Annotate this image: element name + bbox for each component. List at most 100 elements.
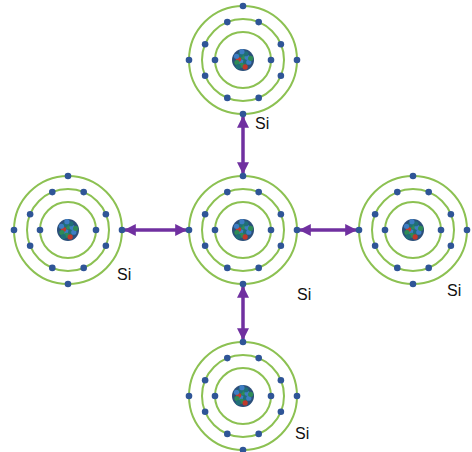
electron (255, 19, 262, 26)
nucleon (61, 234, 66, 239)
electron (410, 173, 417, 180)
electron (278, 41, 285, 48)
electron (464, 227, 471, 234)
electron-shell (215, 32, 271, 88)
electron (65, 281, 72, 288)
electron (202, 408, 209, 415)
electron (240, 3, 247, 10)
electron-shell (359, 176, 467, 284)
nucleon (409, 219, 414, 224)
element-symbol: Si (297, 287, 311, 303)
nucleus (402, 219, 424, 241)
electron-shell (215, 368, 271, 424)
nucleon (236, 400, 241, 405)
bond-arrow (300, 228, 356, 232)
electron (224, 95, 231, 102)
electron (278, 211, 285, 218)
electron (202, 242, 209, 249)
nucleon (413, 234, 418, 239)
nucleon (239, 219, 244, 224)
electron (212, 393, 219, 400)
nucleon (248, 392, 253, 397)
nucleon (68, 234, 73, 239)
nucleon (234, 54, 239, 59)
nucleus (232, 49, 254, 71)
atom-node: Si (187, 340, 299, 452)
electron (425, 265, 432, 272)
electron (186, 227, 193, 234)
electron (356, 227, 363, 234)
electron (425, 189, 432, 196)
element-symbol: Si (255, 116, 269, 132)
nucleon (418, 226, 423, 231)
electron (11, 227, 18, 234)
electron (394, 189, 401, 196)
bond-arrow (241, 287, 245, 339)
nucleus (232, 385, 254, 407)
electron (240, 173, 247, 180)
atom-model (187, 174, 299, 286)
electron (93, 227, 100, 234)
electron (80, 189, 87, 196)
atom-model (12, 174, 124, 286)
electron-shell (215, 202, 271, 258)
electron (80, 265, 87, 272)
electron (394, 265, 401, 272)
nucleon (406, 234, 411, 239)
electron (372, 211, 379, 218)
atom-node: Si (357, 174, 469, 286)
nucleon (243, 64, 248, 69)
electron (224, 355, 231, 362)
electron (186, 57, 193, 64)
electron (448, 211, 455, 218)
electron (294, 227, 301, 234)
electron (268, 57, 275, 64)
nucleon (64, 219, 69, 224)
electron (372, 242, 379, 249)
electron (240, 447, 247, 452)
element-symbol: Si (117, 267, 131, 283)
nucleon (243, 234, 248, 239)
nucleon (239, 385, 244, 390)
element-symbol: Si (447, 283, 461, 299)
electron-shell (189, 342, 297, 450)
electron (224, 189, 231, 196)
atom-node: Si (187, 4, 299, 116)
electron (103, 242, 110, 249)
electron-shell (189, 6, 297, 114)
nucleon (73, 226, 78, 231)
electron (278, 72, 285, 79)
electron-shell (189, 176, 297, 284)
atom-node: Si (12, 174, 124, 286)
electron (186, 393, 193, 400)
electron (224, 265, 231, 272)
electron (212, 57, 219, 64)
electron (438, 227, 445, 234)
electron (278, 377, 285, 384)
atom-model (187, 340, 299, 452)
atom-node: Si (187, 174, 299, 286)
nucleon (248, 226, 253, 231)
electron (255, 355, 262, 362)
electron (27, 211, 34, 218)
electron (255, 431, 262, 438)
electron (410, 281, 417, 288)
nucleon (239, 49, 244, 54)
electron (382, 227, 389, 234)
electron (202, 377, 209, 384)
electron (212, 227, 219, 234)
electron (27, 242, 34, 249)
electron (119, 227, 126, 234)
electron-shell (372, 189, 454, 271)
electron (255, 265, 262, 272)
electron-shell (202, 355, 284, 437)
electron-shell (202, 19, 284, 101)
nucleon (404, 224, 409, 229)
nucleus (232, 219, 254, 241)
nucleon (248, 56, 253, 61)
electron (65, 173, 72, 180)
electron (202, 41, 209, 48)
electron (268, 393, 275, 400)
atom-model (357, 174, 469, 286)
